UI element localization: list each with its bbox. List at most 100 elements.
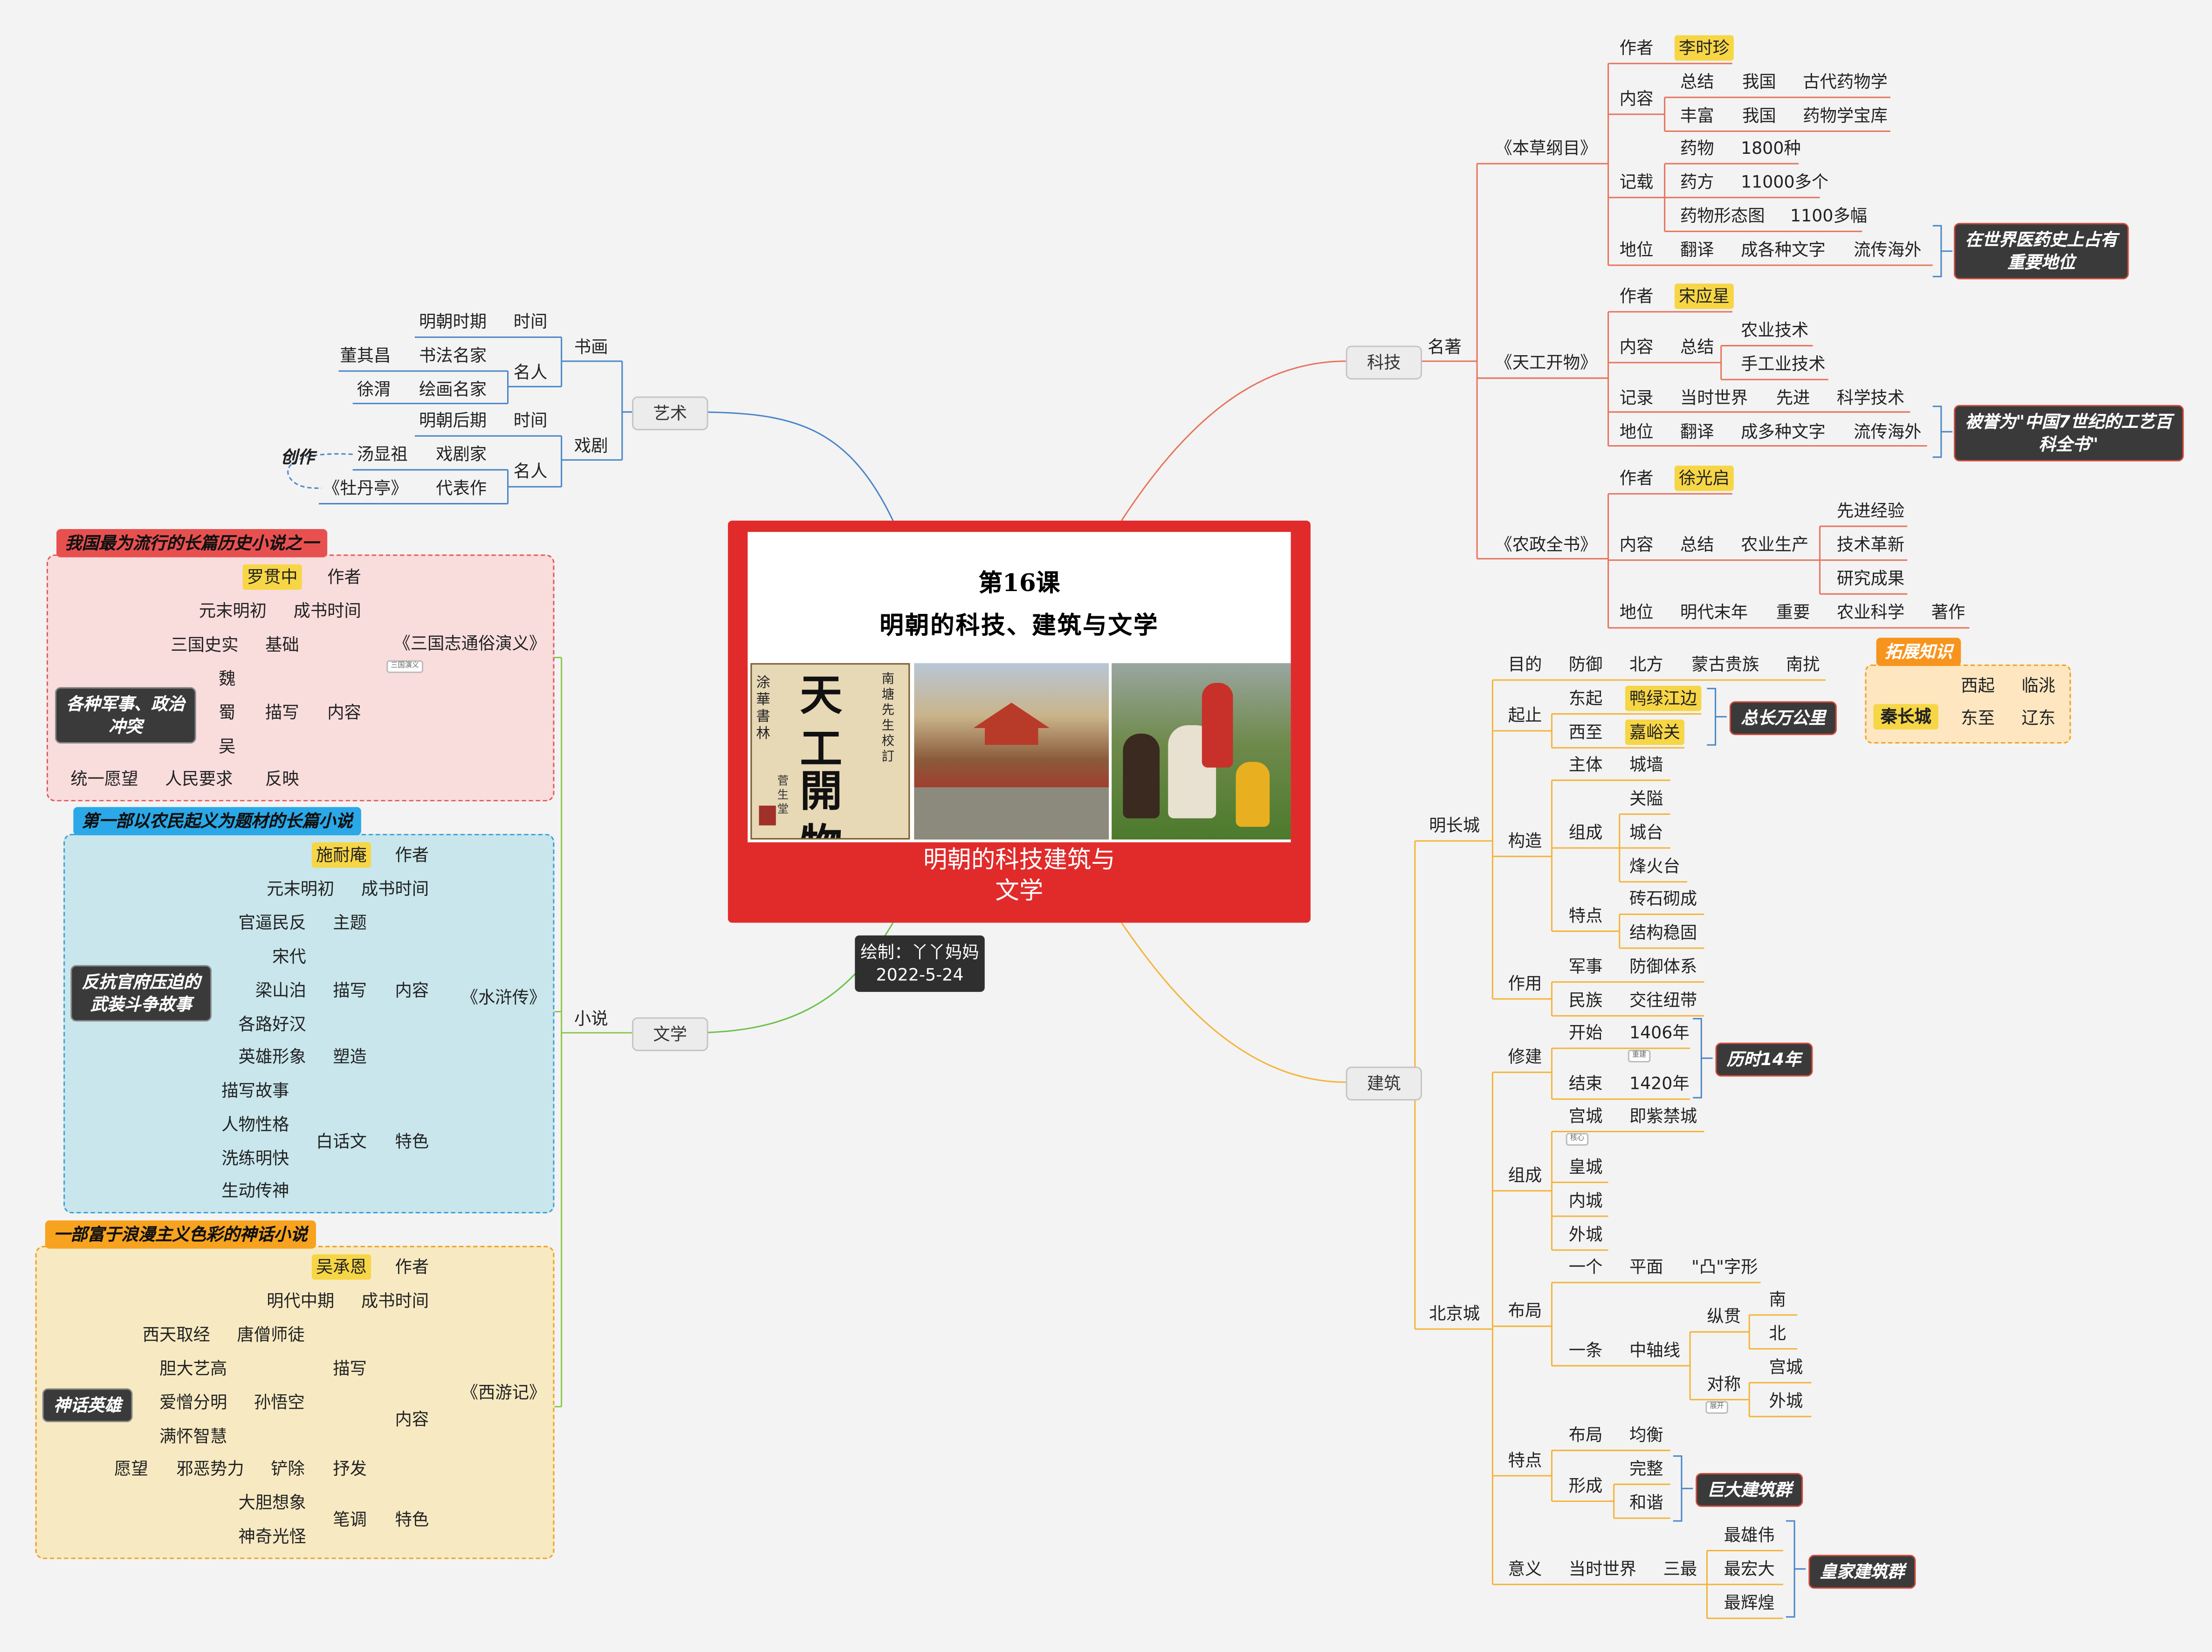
node[interactable]: 胆大艺高	[159, 1358, 227, 1379]
node[interactable]: 结构稳固	[1629, 922, 1697, 943]
node[interactable]: 地位	[1619, 240, 1654, 260]
node[interactable]: 大胆想象	[238, 1493, 306, 1513]
node[interactable]: 古代药物学	[1803, 72, 1888, 92]
node[interactable]: 明朝后期	[419, 410, 487, 431]
node[interactable]: 宫城	[1769, 1357, 1803, 1377]
node[interactable]: 书画	[574, 337, 608, 357]
node[interactable]: 即紫禁城	[1629, 1106, 1697, 1126]
node[interactable]: 时间	[513, 410, 548, 431]
node[interactable]: 中轴线	[1629, 1340, 1680, 1360]
node[interactable]: 绘画名家	[419, 379, 487, 399]
node[interactable]: 修建	[1508, 1046, 1542, 1067]
note-medical-status[interactable]: 在世界医药史上占有重要地位	[1954, 223, 2129, 280]
node[interactable]: 军事	[1568, 957, 1603, 977]
node[interactable]: 砖石砌成	[1629, 888, 1697, 909]
node[interactable]: 组成	[1508, 1165, 1542, 1185]
node[interactable]: 最宏大	[1724, 1559, 1775, 1579]
node[interactable]: 防御体系	[1629, 957, 1697, 977]
node[interactable]: 南扰	[1786, 654, 1820, 675]
author-song-yingxing[interactable]: 宋应星	[1674, 283, 1734, 309]
node[interactable]: 北方	[1629, 654, 1663, 675]
node[interactable]: 内容	[395, 980, 429, 1001]
node[interactable]: 元末明初	[267, 879, 335, 899]
node[interactable]: 铲除	[271, 1459, 305, 1479]
node[interactable]: 形成	[1568, 1476, 1603, 1496]
topic-great-wall[interactable]: 明长城	[1429, 815, 1480, 835]
node[interactable]: 成书时间	[361, 879, 429, 899]
node[interactable]: 最辉煌	[1724, 1593, 1775, 1613]
note-uprising-story[interactable]: 反抗官府压迫的武装斗争故事	[70, 965, 212, 1022]
node[interactable]: 爱憎分明	[159, 1392, 227, 1412]
node[interactable]: 地位	[1619, 422, 1654, 442]
node[interactable]: 一个	[1568, 1257, 1603, 1277]
sanguo-banner[interactable]: 我国最为流行的长篇历史小说之一	[56, 529, 328, 558]
node[interactable]: 特色	[395, 1509, 429, 1530]
node[interactable]: 徐渭	[357, 379, 391, 399]
node[interactable]: 统一愿望	[70, 769, 138, 789]
note-total-length[interactable]: 总长万公里	[1729, 701, 1837, 735]
branch-architecture[interactable]: 建筑	[1346, 1067, 1422, 1101]
node[interactable]: 邪恶势力	[176, 1459, 244, 1479]
node[interactable]: 特点	[1568, 906, 1603, 926]
node[interactable]: 开始	[1568, 1023, 1603, 1043]
node[interactable]: 内容	[1619, 535, 1654, 555]
node[interactable]: 科学技术	[1836, 388, 1905, 408]
topic-bencao[interactable]: 《本草纲目》	[1495, 138, 1597, 158]
node[interactable]: 烽火台	[1629, 856, 1680, 876]
node[interactable]: 蒙古贵族	[1691, 654, 1759, 675]
node[interactable]: 基础	[265, 635, 299, 655]
node[interactable]: 布局	[1568, 1425, 1603, 1445]
node[interactable]: 著作	[1931, 602, 1965, 622]
node[interactable]: 西起	[1961, 675, 1995, 696]
node[interactable]: 反映	[265, 769, 299, 789]
node[interactable]: 主题	[333, 913, 367, 933]
node[interactable]: 研究成果	[1836, 568, 1905, 589]
relation-create-label[interactable]: 创作	[281, 447, 315, 467]
node[interactable]: 白话文	[316, 1131, 367, 1151]
node[interactable]: 成多种文字	[1741, 422, 1826, 442]
node[interactable]: 技术革新	[1836, 535, 1905, 555]
node[interactable]: 1420年	[1629, 1074, 1690, 1094]
node[interactable]: 城墙	[1629, 755, 1663, 775]
note-encyclopedia[interactable]: 被誉为"中国7世纪的工艺百科全书"	[1954, 405, 2184, 461]
node[interactable]: 戏剧家	[436, 444, 487, 464]
node[interactable]: 和谐	[1629, 1493, 1663, 1513]
node[interactable]: 结束	[1568, 1074, 1603, 1094]
note-royal-complex[interactable]: 皇家建筑群	[1808, 1555, 1916, 1589]
node[interactable]: 成书时间	[361, 1291, 429, 1311]
node[interactable]: 11000多个	[1741, 172, 1829, 192]
node[interactable]: 内容	[1619, 89, 1654, 109]
note-14-years[interactable]: 历时14年	[1715, 1042, 1813, 1077]
node[interactable]: 描写	[333, 980, 367, 1001]
node[interactable]: 西天取经	[142, 1325, 211, 1345]
topic-sanguo[interactable]: 《三国志通俗演义》	[393, 633, 546, 654]
node[interactable]: 总结	[1680, 337, 1714, 357]
node[interactable]: 魏	[219, 668, 236, 689]
node[interactable]: 明朝时期	[419, 311, 487, 332]
node[interactable]: 东起	[1568, 688, 1603, 709]
node[interactable]: 塑造	[333, 1046, 367, 1067]
node[interactable]: 临洮	[2021, 675, 2056, 696]
topic-xiyou[interactable]: 《西游记》	[461, 1383, 546, 1403]
node[interactable]: 我国	[1742, 106, 1776, 126]
extension-tag[interactable]: 拓展知识	[1876, 638, 1961, 666]
node[interactable]: 汤显祖	[357, 444, 408, 464]
node[interactable]: 英雄形象	[238, 1046, 306, 1067]
node[interactable]: 内城	[1568, 1191, 1603, 1211]
node[interactable]: 董其昌	[340, 345, 391, 365]
place-jiayuguan[interactable]: 嘉峪关	[1625, 719, 1685, 745]
node[interactable]: 吴	[219, 736, 236, 757]
node[interactable]: 城台	[1629, 822, 1663, 842]
node[interactable]: 药物	[1680, 138, 1714, 158]
node[interactable]: 宫城	[1568, 1106, 1603, 1126]
node[interactable]: 人民要求	[165, 769, 233, 789]
node[interactable]: 当时世界	[1568, 1559, 1637, 1579]
node[interactable]: 代表作	[436, 478, 487, 498]
topic-famous-works[interactable]: 名著	[1428, 337, 1462, 357]
node[interactable]: 《牡丹亭》	[323, 478, 408, 498]
topic-nongzheng[interactable]: 《农政全书》	[1495, 535, 1597, 555]
node[interactable]: 书法名家	[419, 345, 487, 365]
node[interactable]: 起止	[1508, 705, 1542, 725]
branch-literature[interactable]: 文学	[632, 1017, 708, 1051]
node[interactable]: 描写	[265, 702, 299, 723]
